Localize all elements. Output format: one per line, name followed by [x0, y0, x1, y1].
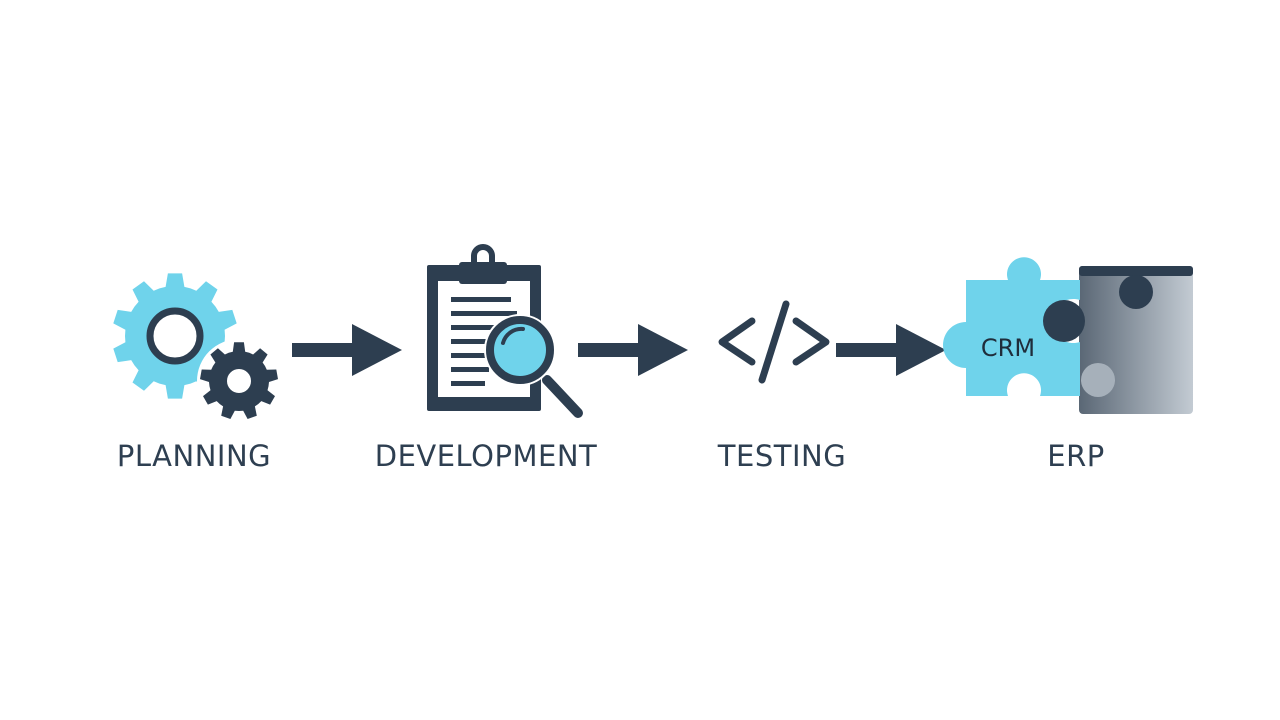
step-label-planning: PLANNING — [116, 439, 272, 473]
step-label-development: DEVELOPMENT — [374, 439, 598, 473]
step-label-erp: ERP — [1047, 439, 1105, 473]
arrow-right-icon — [292, 324, 402, 376]
arrow-right-icon — [578, 324, 688, 376]
clipboard-magnifier-icon — [427, 244, 583, 418]
code-brackets-icon — [718, 300, 830, 384]
arrow-right-icon — [836, 324, 946, 376]
gears-icon — [113, 273, 281, 423]
step-label-testing: TESTING — [717, 439, 847, 473]
crm-badge: CRM — [981, 334, 1035, 362]
puzzle-pieces-icon: CRM — [943, 257, 1193, 414]
